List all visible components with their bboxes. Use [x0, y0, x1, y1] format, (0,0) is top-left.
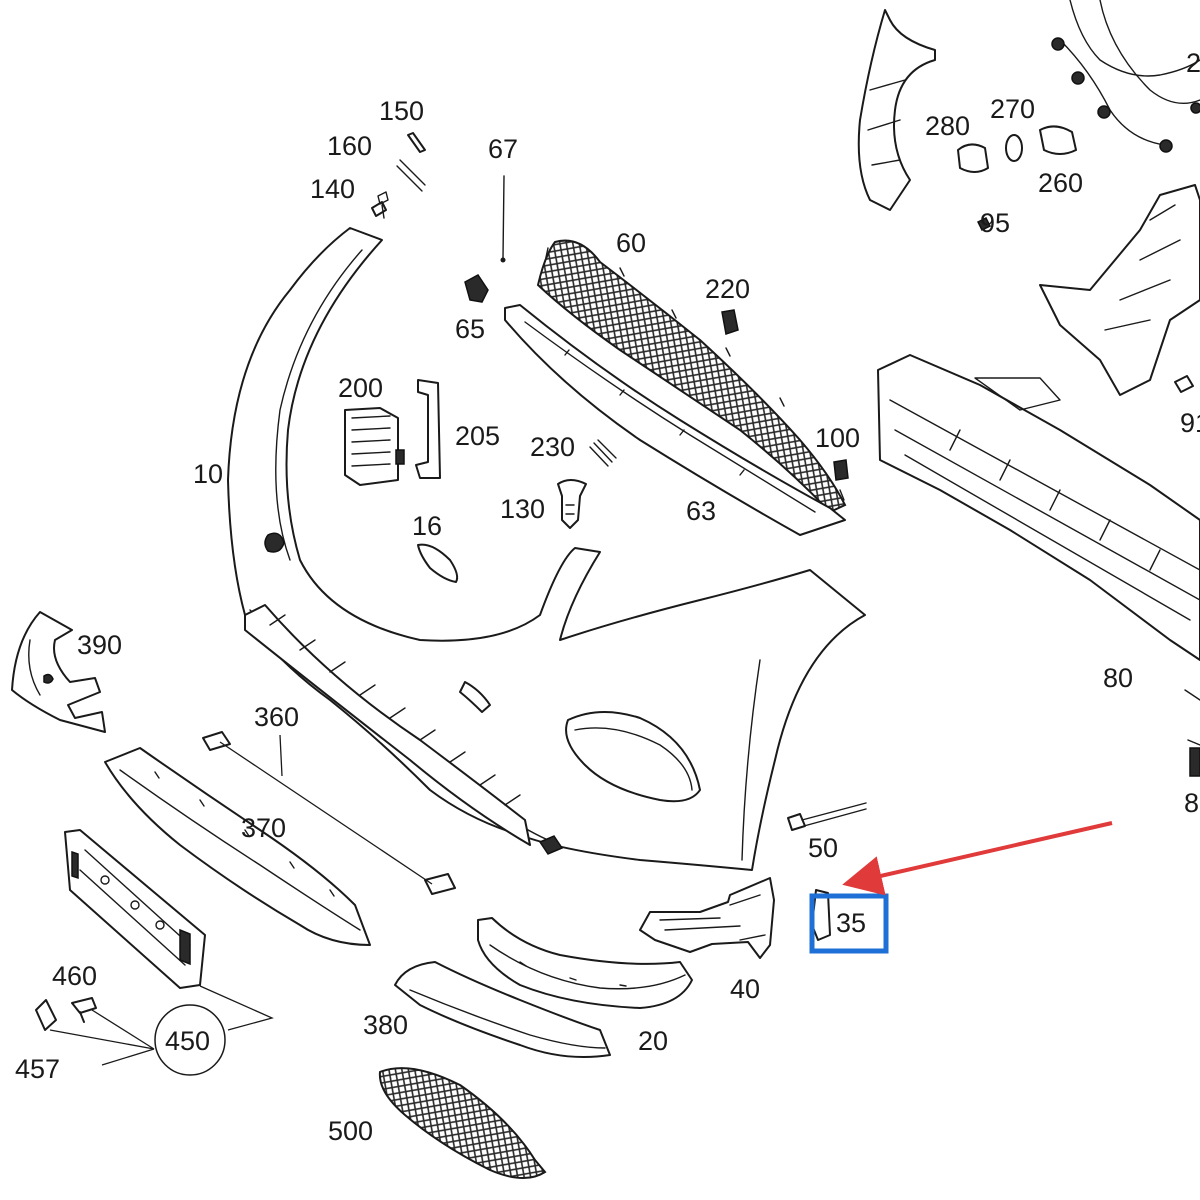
plate-bracket-450 — [49, 829, 274, 1076]
fasteners-140-150-160 — [371, 132, 426, 219]
label-500: 500 — [328, 1116, 373, 1146]
bracket-ribs — [867, 79, 906, 166]
label-16: 16 — [412, 511, 442, 541]
label-20: 20 — [638, 1026, 668, 1056]
part-labels: 10 16 20 35 40 50 60 63 65 67 80 95 100 … — [15, 48, 1200, 1146]
label-457: 457 — [15, 1054, 60, 1084]
label-50: 50 — [808, 833, 838, 863]
label-230: 230 — [530, 432, 575, 462]
red-arrow-icon — [842, 821, 1113, 896]
carrier-part-80 — [877, 354, 1200, 777]
bumper-cover-part-10 — [227, 227, 866, 871]
wiring-harness — [1051, 0, 1200, 153]
clip-part-457 — [35, 999, 57, 1031]
label-130: 130 — [500, 494, 545, 524]
label-140: 140 — [310, 174, 355, 204]
label-260: 260 — [1038, 168, 1083, 198]
strip-part-370 — [104, 731, 456, 946]
label-205: 205 — [455, 421, 500, 451]
module-part-200 — [344, 407, 405, 486]
trim-part-63 — [504, 304, 846, 536]
label-edge-top: 2 — [1186, 48, 1200, 78]
label-270: 270 — [990, 94, 1035, 124]
label-370: 370 — [241, 813, 286, 843]
label-35: 35 — [836, 908, 866, 938]
label-460: 460 — [52, 961, 97, 991]
label-80: 80 — [1103, 663, 1133, 693]
callout-circle-450 — [154, 1004, 226, 1076]
part-220 — [721, 309, 739, 335]
label-60: 60 — [616, 228, 646, 258]
clip-edge-91 — [1174, 375, 1194, 393]
bracket-part-205 — [415, 379, 441, 479]
sensors-260-270-280 — [957, 125, 1077, 173]
part-100 — [833, 459, 849, 481]
clip-part-130 — [557, 479, 587, 529]
label-100: 100 — [815, 423, 860, 453]
label-150: 150 — [379, 96, 424, 126]
screw-part-460 — [71, 997, 97, 1023]
part-67-tip — [500, 257, 506, 263]
label-360: 360 — [254, 702, 299, 732]
label-40: 40 — [730, 974, 760, 1004]
label-200: 200 — [338, 373, 383, 403]
label-220: 220 — [705, 274, 750, 304]
label-390: 390 — [77, 630, 122, 660]
label-edge-bottom: 8 — [1184, 788, 1199, 818]
label-95: 95 — [980, 208, 1010, 238]
strip-part-380 — [394, 961, 611, 1059]
label-edge-mid: 91 — [1180, 408, 1200, 438]
bracket-part-40 — [639, 877, 775, 959]
part-16 — [417, 543, 459, 583]
part-100-pin — [839, 489, 845, 501]
label-160: 160 — [327, 131, 372, 161]
label-10: 10 — [193, 459, 223, 489]
label-63: 63 — [686, 496, 716, 526]
label-450: 450 — [165, 1026, 210, 1056]
grille-part-500 — [378, 1067, 547, 1179]
part-95 — [976, 216, 992, 232]
label-380: 380 — [363, 1010, 408, 1040]
label-280: 280 — [925, 111, 970, 141]
part-65 — [464, 274, 489, 303]
bracket-upper-left-harness — [857, 9, 936, 211]
bracket-right-side — [1039, 184, 1200, 396]
part-230 — [589, 439, 617, 467]
label-67: 67 — [488, 134, 518, 164]
part-67-rod — [502, 175, 505, 259]
part-390 — [11, 611, 106, 733]
trim-part-20 — [477, 917, 693, 1009]
label-65: 65 — [455, 314, 485, 344]
bolt-part-50 — [787, 802, 867, 831]
highlight-box — [809, 893, 889, 954]
part-35-highlighted — [809, 821, 1113, 954]
